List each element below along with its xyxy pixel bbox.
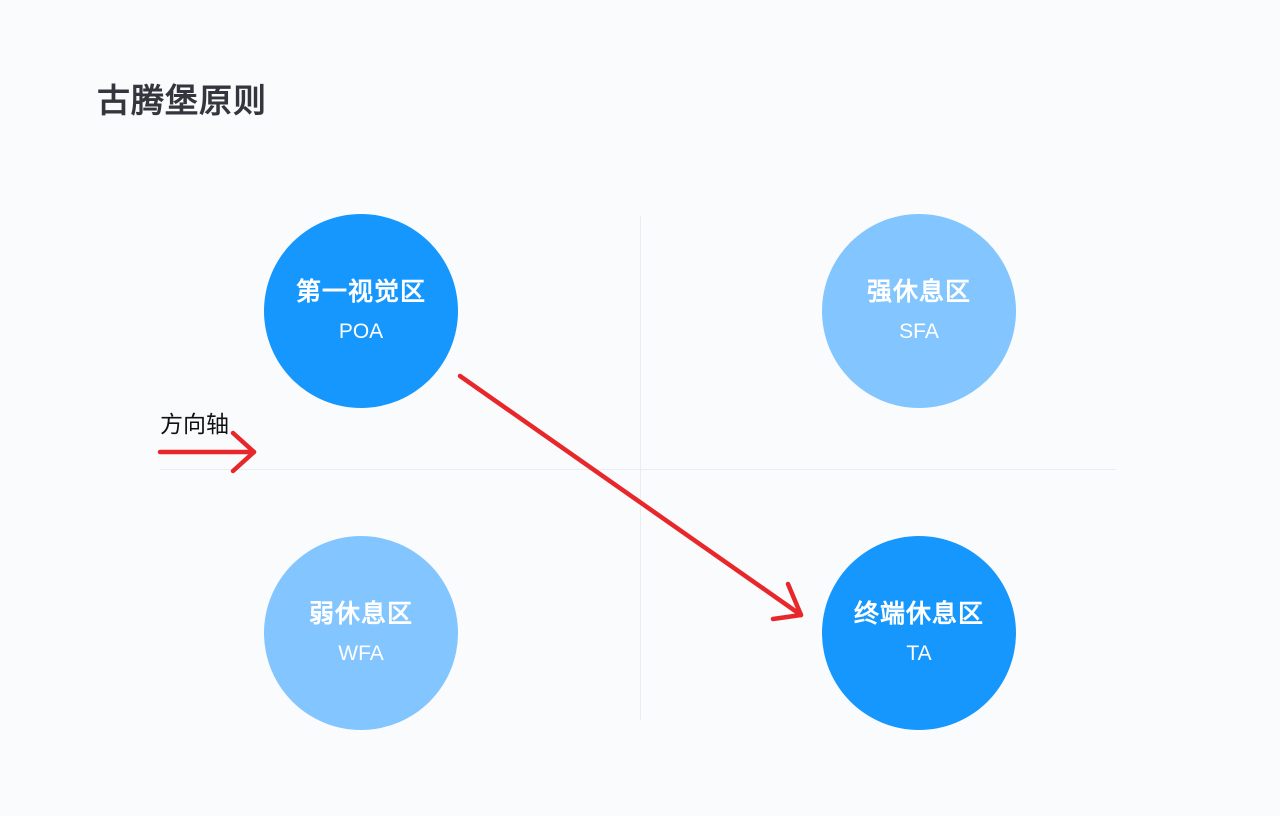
zone-name: 弱休息区 bbox=[308, 599, 413, 628]
zone-abbr: SFA bbox=[899, 320, 939, 343]
zone-name: 第一视觉区 bbox=[295, 277, 426, 306]
zone-abbr: TA bbox=[906, 642, 932, 665]
horizontal-divider bbox=[160, 469, 1116, 470]
zone-abbr: WFA bbox=[338, 642, 384, 665]
zone-terminal-area: 终端休息区 TA bbox=[822, 536, 1016, 730]
zone-name: 终端休息区 bbox=[853, 599, 984, 628]
reading-gravity-arrow-icon bbox=[457, 373, 804, 622]
zone-strong-fallow-area: 强休息区 SFA bbox=[822, 214, 1016, 408]
zone-name: 强休息区 bbox=[866, 277, 971, 306]
page-title: 古腾堡原则 bbox=[97, 81, 267, 120]
zone-weak-fallow-area: 弱休息区 WFA bbox=[264, 536, 458, 730]
zone-abbr: POA bbox=[338, 320, 384, 343]
direction-axis-label: 方向轴 bbox=[160, 412, 229, 438]
zone-primary-optical-area: 第一视觉区 POA bbox=[264, 214, 458, 408]
vertical-divider bbox=[640, 216, 641, 720]
